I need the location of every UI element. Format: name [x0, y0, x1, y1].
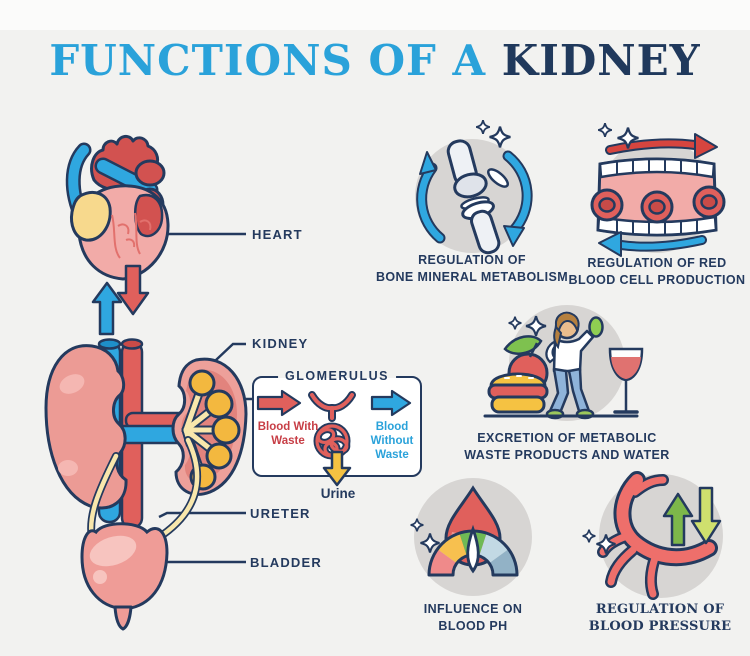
- blood-up-arrow: [91, 281, 123, 336]
- page-title: FUNCTIONS OF A KIDNEY: [0, 36, 750, 85]
- bone-joint-icon: [415, 119, 533, 255]
- ph-gauge-drop-icon: [409, 478, 532, 596]
- leader-lines: [148, 232, 252, 564]
- bitten-apple: [588, 316, 604, 338]
- kidney-label: KIDNEY: [252, 336, 309, 351]
- food-and-wine-icon: [483, 305, 644, 421]
- blood-with-waste-label: Blood With Waste: [257, 421, 319, 447]
- glomerulus-box: GLOMERULUS Blood With Waste Blood Withou…: [252, 369, 422, 477]
- apple: [507, 352, 549, 394]
- pressure-down-arrow: [690, 486, 722, 545]
- urine-label: Urine: [320, 486, 356, 501]
- top-band: [0, 0, 750, 30]
- burger: [487, 372, 549, 414]
- red-blood-cells: [590, 185, 726, 224]
- ureter-label: URETER: [250, 506, 311, 521]
- heart-illustration: [65, 135, 170, 281]
- circulation-arrows: [91, 264, 150, 336]
- artery: [597, 471, 718, 600]
- apple-leaf: [503, 335, 543, 355]
- renal-calyces: [188, 369, 241, 491]
- gauge-needle: [466, 524, 480, 574]
- glomerulus-box-title: GLOMERULUS: [278, 369, 396, 384]
- artery-arrows-icon: [581, 471, 723, 600]
- wine-glass: [608, 347, 644, 414]
- title-prefix: FUNCTIONS OF A: [49, 36, 487, 85]
- blood-down-arrow: [116, 264, 150, 316]
- pressure-up-arrow: [662, 492, 694, 547]
- heart-label: HEART: [252, 227, 303, 242]
- coronary-vessels: [111, 212, 152, 259]
- ureter-illustration: [87, 436, 202, 542]
- bladder-illustration: [80, 522, 169, 631]
- blood-without-waste-label: Blood Without Waste: [370, 421, 414, 461]
- left-kidney-illustration: [44, 344, 128, 510]
- blood-drop: [444, 485, 502, 567]
- ph-gauge: [427, 524, 519, 577]
- right-kidney-illustration: [171, 357, 248, 496]
- title-highlight: KIDNEY: [501, 36, 701, 85]
- renal-pelvis: [181, 380, 229, 481]
- femur-bone: [446, 139, 488, 199]
- tibia-bone: [461, 200, 501, 255]
- blood-vessel-cells-icon: [590, 122, 726, 257]
- person-eating: [545, 311, 604, 420]
- bladder-label: BLADDER: [250, 555, 322, 570]
- renal-vessels: [88, 338, 210, 530]
